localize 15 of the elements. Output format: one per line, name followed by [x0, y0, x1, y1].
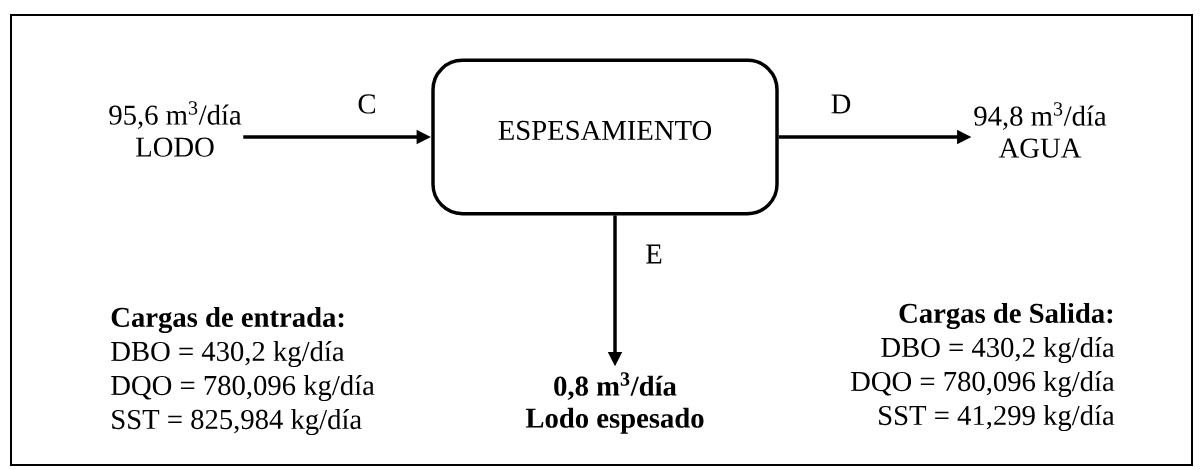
- edge-label: C: [356, 93, 378, 115]
- output-label: 0,8 m$^{3}$/día Lodo espesado: [525, 372, 704, 434]
- load-value: DBO = 430,2 kg/día: [111, 340, 345, 368]
- load-value: DQO = 780,096 kg/día: [850, 370, 1115, 398]
- heading: Cargas de Salida:: [899, 302, 1113, 330]
- output-label: 94,8 m$^{3}$/día AGUA: [974, 102, 1107, 158]
- load-value: DQO = 780,096 kg/día: [111, 374, 375, 402]
- edge-label: D: [829, 93, 853, 115]
- source-label: 95,6 m$^{3}$/día LODO: [109, 101, 242, 157]
- load-value: DBO = 430,2 kg/día: [881, 336, 1115, 364]
- heading: Cargas de entrada:: [111, 306, 344, 334]
- edge-label: E: [643, 243, 665, 265]
- process-box: ESPESAMIENTO: [431, 58, 779, 216]
- load-value: SST = 825,984 kg/día: [112, 408, 362, 436]
- load-value: SST = 41,299 kg/día: [879, 404, 1115, 432]
